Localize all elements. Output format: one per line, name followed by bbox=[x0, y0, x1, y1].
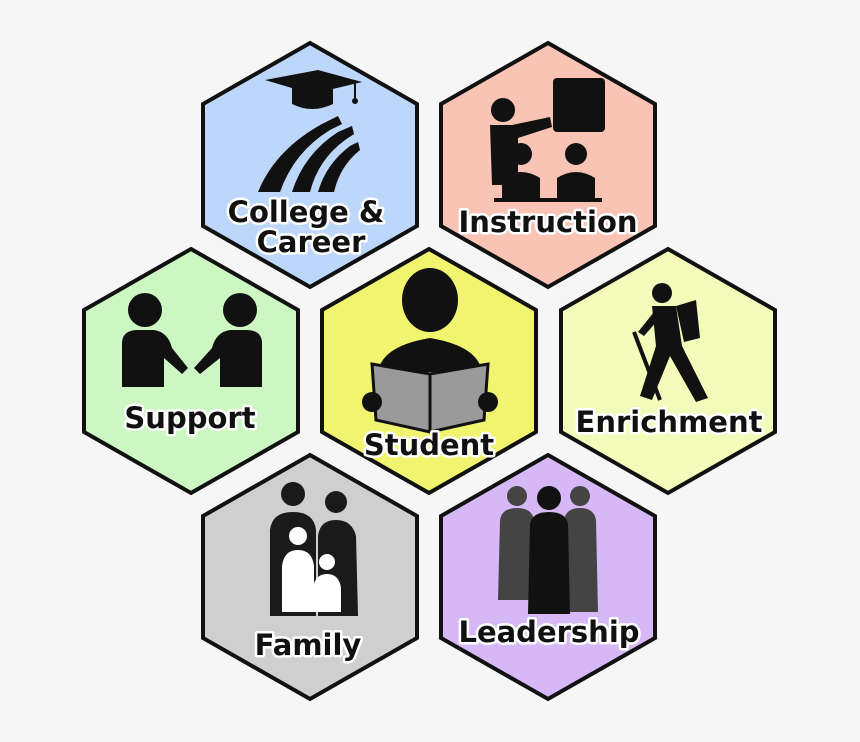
teacher-classroom-icon bbox=[490, 78, 605, 202]
hex-college-career: College & Career bbox=[201, 40, 419, 290]
handshake-icon bbox=[122, 293, 262, 387]
hex-student: Student bbox=[320, 246, 538, 496]
graduation-cap-road-icon bbox=[258, 70, 362, 192]
hex-label-leadership: Leadership bbox=[458, 615, 639, 649]
reading-student-icon bbox=[362, 268, 498, 434]
hex-support: Support bbox=[82, 246, 300, 496]
label-line-2: Career bbox=[257, 225, 366, 259]
label-line-1: College & bbox=[228, 195, 385, 229]
hex-label-student: Student bbox=[364, 428, 494, 462]
hex-label-enrichment: Enrichment bbox=[576, 405, 763, 439]
hex-label-college-career: College & Career bbox=[228, 195, 395, 259]
hex-label-instruction: Instruction bbox=[458, 205, 637, 239]
hex-label-support: Support bbox=[124, 401, 255, 435]
hex-enrichment: Enrichment bbox=[559, 246, 777, 496]
hex-shape-support bbox=[82, 246, 300, 496]
hiker-icon bbox=[632, 283, 708, 402]
leaders-group-icon bbox=[498, 486, 598, 614]
family-icon bbox=[270, 482, 358, 616]
hex-family: Family bbox=[201, 452, 419, 702]
hex-shape-enrichment bbox=[559, 246, 777, 496]
hex-label-family: Family bbox=[255, 628, 362, 662]
hex-shape-instruction bbox=[439, 40, 657, 290]
hex-leadership: Leadership bbox=[439, 452, 657, 702]
hex-instruction: Instruction bbox=[439, 40, 657, 290]
